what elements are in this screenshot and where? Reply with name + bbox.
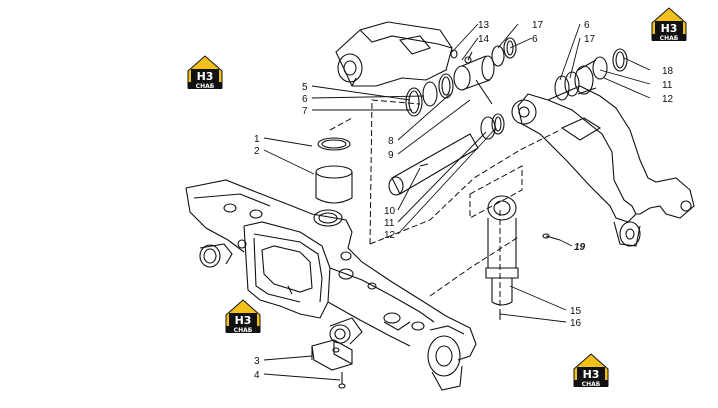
callout-12-left: 12 [384,230,396,241]
callout-5: 5 [302,82,308,93]
pivot-pin [450,49,495,105]
brand-logo-top-right: H3 CHAБ [651,7,687,42]
logo-caption-4: CHAБ [582,381,601,388]
logo-mark-1: H3 [661,22,678,35]
callout-16: 16 [570,318,582,329]
brand-logo-bottom-right: H3 CHAБ [573,353,609,388]
callout-6-right: 6 [584,20,590,31]
callout-9: 9 [388,150,394,161]
callout-labels: 1 2 3 4 5 6 7 8 9 10 11 12 13 14 17 6 6 … [254,20,674,381]
callout-19: 19 [574,242,586,253]
callout-7: 7 [302,106,308,117]
callout-14: 14 [478,34,490,45]
seal-rings-upper-middle [491,37,517,67]
callout-17-top: 17 [532,20,544,31]
callout-11-right: 11 [662,80,673,91]
callout-6-top: 6 [532,34,538,45]
callout-8: 8 [388,136,394,147]
callout-11-left: 11 [384,218,395,229]
upper-bracket-left [335,21,453,87]
seal-rings-right [554,48,628,101]
bushing-parts [315,137,353,204]
callout-17-right: 17 [584,34,596,45]
exploded-guides [329,99,561,320]
bracket-and-bolt [311,339,353,389]
seal-rings-upper-left [405,73,454,117]
callout-10: 10 [384,206,396,217]
callout-18: 18 [662,66,674,77]
logo-mark-2: H3 [197,70,214,83]
logo-caption-1: CHAБ [660,35,679,42]
brand-logo-top-left: H3 CHAБ [187,55,223,90]
callout-4: 4 [254,370,260,381]
callout-2: 2 [254,146,260,157]
hydraulic-cylinder [485,195,519,318]
logo-mark-3: H3 [235,314,252,327]
callout-12-right: 12 [662,94,674,105]
steering-arm-right [511,85,695,247]
logo-caption-2: CHAБ [196,83,215,90]
long-pin [388,113,505,196]
callout-6-left: 6 [302,94,308,105]
logo-mark-4: H3 [583,368,600,381]
callout-1: 1 [254,134,260,145]
axle-housing [185,179,477,391]
grease-fitting [542,233,561,241]
brand-logo-bottom-left: H3 CHAБ [225,299,261,334]
callout-3: 3 [254,356,260,367]
callout-13: 13 [478,20,490,31]
callout-15: 15 [570,306,582,317]
logo-caption-3: CHAБ [234,327,253,334]
leader-lines [263,23,651,381]
